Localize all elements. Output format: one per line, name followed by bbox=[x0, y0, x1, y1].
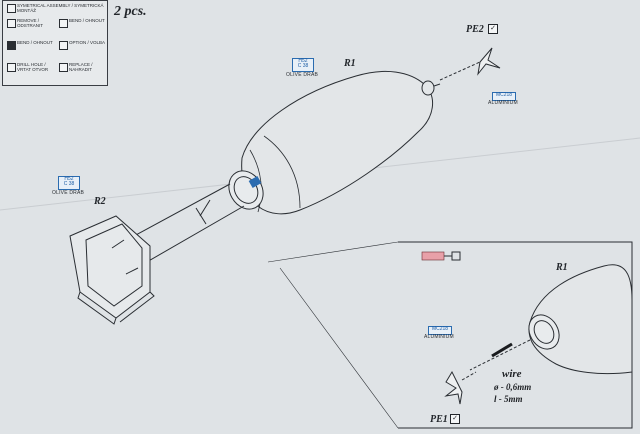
bend-icon bbox=[7, 41, 16, 50]
tail-r2 bbox=[69, 183, 245, 325]
paint-code: MC218 bbox=[431, 326, 449, 332]
wire-length: l - 5mm bbox=[494, 394, 523, 404]
part-label-r1-detail: R1 bbox=[556, 262, 568, 273]
detail-box bbox=[267, 241, 633, 429]
symbol-legend: SYMETRICAL ASSEMBLY / SYMETRICKÁ MONTÁŽ … bbox=[2, 0, 108, 86]
part-label-r2: R2 bbox=[94, 196, 106, 207]
legend-item-option: OPTION / VOLBA bbox=[69, 40, 106, 45]
paint-code: H52 bbox=[298, 58, 308, 64]
paint-name: OLIVE DRAB bbox=[52, 190, 85, 196]
check-box-pe1: ✓ bbox=[450, 414, 460, 424]
paint-code-box: H52 C 38 bbox=[292, 58, 314, 72]
remove-icon bbox=[7, 19, 16, 28]
replace-icon bbox=[59, 63, 68, 72]
bomb-body-r1 bbox=[241, 70, 441, 215]
paint-name: OLIVE DRAB bbox=[286, 72, 319, 78]
paint-code: C 38 bbox=[297, 63, 309, 69]
drill-icon bbox=[7, 63, 16, 72]
part-label-pe2: PE2 bbox=[466, 24, 484, 35]
paint-code: C 38 bbox=[63, 181, 75, 187]
legend-item-symmetrical: SYMETRICAL ASSEMBLY / SYMETRICKÁ MONTÁŽ bbox=[17, 3, 104, 13]
symmetry-icon bbox=[7, 4, 16, 13]
legend-item-drill: DRILL HOLE / VRTAT OTVOR bbox=[17, 62, 49, 72]
wire-diameter: ø - 0,6mm bbox=[494, 382, 532, 392]
paint-name: ALUMINIUM bbox=[424, 334, 454, 340]
paint-code-box: MC218 bbox=[492, 92, 516, 101]
bend-icon bbox=[59, 19, 68, 28]
part-label-pe1: PE1 bbox=[430, 414, 448, 425]
part-label-r1: R1 bbox=[344, 58, 356, 69]
paint-code: H52 bbox=[64, 176, 74, 182]
quantity-label: 2 pcs. bbox=[114, 4, 147, 19]
fuse-ring bbox=[228, 170, 264, 210]
paint-code: MC218 bbox=[495, 92, 513, 98]
paint-name: ALUMINIUM bbox=[488, 100, 518, 106]
legend-item-replace: REPLACE / NAHRADIT bbox=[69, 62, 93, 72]
legend-item-bend: BEND / OHNOUT bbox=[69, 18, 105, 23]
propeller-pe2 bbox=[439, 47, 501, 81]
paint-code-box: MC218 bbox=[428, 326, 452, 335]
option-icon bbox=[59, 41, 68, 50]
paint-code-box: H52 C 38 bbox=[58, 176, 80, 190]
wire-title: wire bbox=[502, 368, 522, 380]
check-box-pe2: ✓ bbox=[488, 24, 498, 34]
legend-item-remove: REMOVE / ODSTRANIT bbox=[17, 18, 44, 28]
legend-item-bend-2: BEND / OHNOUT bbox=[17, 40, 53, 45]
